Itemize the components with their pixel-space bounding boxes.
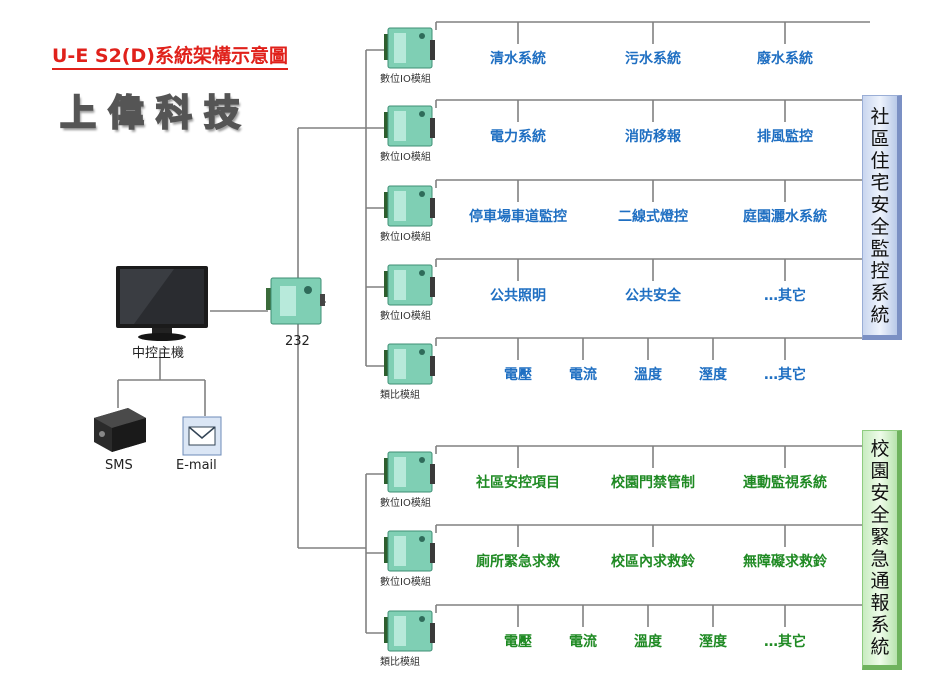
system-label: 校園門禁管制 <box>611 475 695 491</box>
system-label: 消防移報 <box>625 129 681 145</box>
system-label: 連動監視系統 <box>743 475 827 491</box>
system-label: 污水系統 <box>625 51 681 67</box>
diagram-title: U-E S2(D)系統架構示意圖 <box>52 44 288 70</box>
module-icon <box>384 451 435 493</box>
sms-label: SMS <box>105 458 133 473</box>
system-label: 庭園灑水系統 <box>743 209 827 225</box>
sms-modem-icon <box>94 408 146 452</box>
system-label: 清水系統 <box>490 51 546 67</box>
module-label: 數位IO模組 <box>380 152 431 163</box>
system-label: 電壓 <box>504 367 532 383</box>
system-label: 停車場車道監控 <box>469 209 567 225</box>
module-icon <box>384 530 435 572</box>
system-label: 電壓 <box>504 634 532 650</box>
system-label: 廢水系統 <box>757 51 813 67</box>
module-label: 類比模組 <box>380 390 420 401</box>
module-label: 數位IO模組 <box>380 232 431 243</box>
system-label: 電流 <box>569 634 597 650</box>
module-icon <box>384 105 435 147</box>
monitor-icon <box>116 266 208 341</box>
system-label: 電流 <box>569 367 597 383</box>
system-label: 電力系統 <box>490 129 546 145</box>
system-label: 溫度 <box>634 634 662 650</box>
host-label: 中控主機 <box>132 346 185 361</box>
module-label: 數位IO模組 <box>380 311 431 322</box>
community-system-box: 社區住宅安全監控系統 <box>862 95 902 340</box>
system-label: 廁所緊急求救 <box>476 554 560 570</box>
system-label: …其它 <box>764 367 806 383</box>
system-label: 溼度 <box>699 367 727 383</box>
module-icon <box>384 27 435 69</box>
system-label: …其它 <box>764 634 806 650</box>
system-label: 溫度 <box>634 367 662 383</box>
system-label: 溼度 <box>699 634 727 650</box>
module-icon <box>384 185 435 227</box>
module-label: 類比模組 <box>380 657 420 668</box>
system-label: 公共照明 <box>490 288 546 304</box>
module-label: 數位IO模組 <box>380 577 431 588</box>
email-icon <box>182 416 222 456</box>
module-icon <box>384 264 435 306</box>
system-label: 社區安控項目 <box>476 475 560 491</box>
module-icon <box>384 610 435 652</box>
system-label: 排風監控 <box>757 129 813 145</box>
system-label: 二線式燈控 <box>618 209 688 225</box>
system-label: 公共安全 <box>625 288 681 304</box>
module-label: 數位IO模組 <box>380 498 431 509</box>
company-name: 上偉科技 <box>59 92 253 135</box>
module-label: 數位IO模組 <box>380 74 431 85</box>
converter-label: 232 <box>285 334 310 349</box>
campus-system-box: 校園安全緊急通報系統 <box>862 430 902 670</box>
system-label: 無障礙求救鈴 <box>743 554 827 570</box>
email-label: E-mail <box>176 458 217 473</box>
system-label: 校區內求救鈴 <box>611 554 695 570</box>
module-icon <box>384 343 435 385</box>
converter-232-icon <box>266 277 325 325</box>
system-label: …其它 <box>764 288 806 304</box>
